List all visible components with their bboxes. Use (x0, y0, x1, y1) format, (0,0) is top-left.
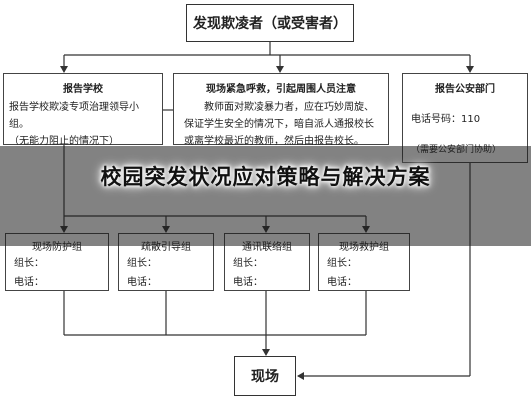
group-leader: 组长： (327, 258, 357, 269)
site-emergency-body: 教师面对欺凌暴力者，应在巧妙周旋、保证学生安全的情况下，暗自派人通报校长或离学校… (184, 102, 374, 147)
police-phone: 电话号码：110 (411, 114, 481, 125)
group-phone: 电话： (233, 277, 263, 288)
overlay-title: 校园突发状况应对策略与解决方案 (100, 165, 431, 189)
discover-bully-box: 发现欺凌者（或受害者） (186, 4, 354, 42)
school-report-box: 报告学校 报告学校欺凌专项治理领导小组。 （无能力阻止的情况下） (3, 73, 163, 147)
group-leader: 组长： (14, 258, 44, 269)
school-report-note: （无能力阻止的情况下） (9, 136, 119, 147)
group-title: 现场救护组 (339, 242, 389, 253)
title-banner (0, 146, 531, 246)
group-title: 通讯联络组 (242, 242, 292, 253)
group-phone: 电话： (127, 277, 157, 288)
school-report-body: 报告学校欺凌专项治理领导小组。 (9, 102, 139, 130)
site-emergency-title: 现场紧急呼救，引起周围人员注意 (206, 84, 356, 95)
police-report-title: 报告公安部门 (435, 84, 495, 95)
group-title: 现场防护组 (32, 242, 82, 253)
group-title: 疏散引导组 (141, 242, 191, 253)
site-emergency-box: 现场紧急呼救，引起周围人员注意 教师面对欺凌暴力者，应在巧妙周旋、保证学生安全的… (173, 73, 389, 147)
scene-label: 现场 (251, 369, 279, 385)
discover-bully-label: 发现欺凌者（或受害者） (193, 16, 347, 32)
group-leader: 组长： (233, 258, 263, 269)
scene-box: 现场 (234, 356, 296, 396)
group-phone: 电话： (327, 277, 357, 288)
group-phone: 电话： (14, 277, 44, 288)
group-leader: 组长： (127, 258, 157, 269)
school-report-title: 报告学校 (63, 84, 103, 95)
